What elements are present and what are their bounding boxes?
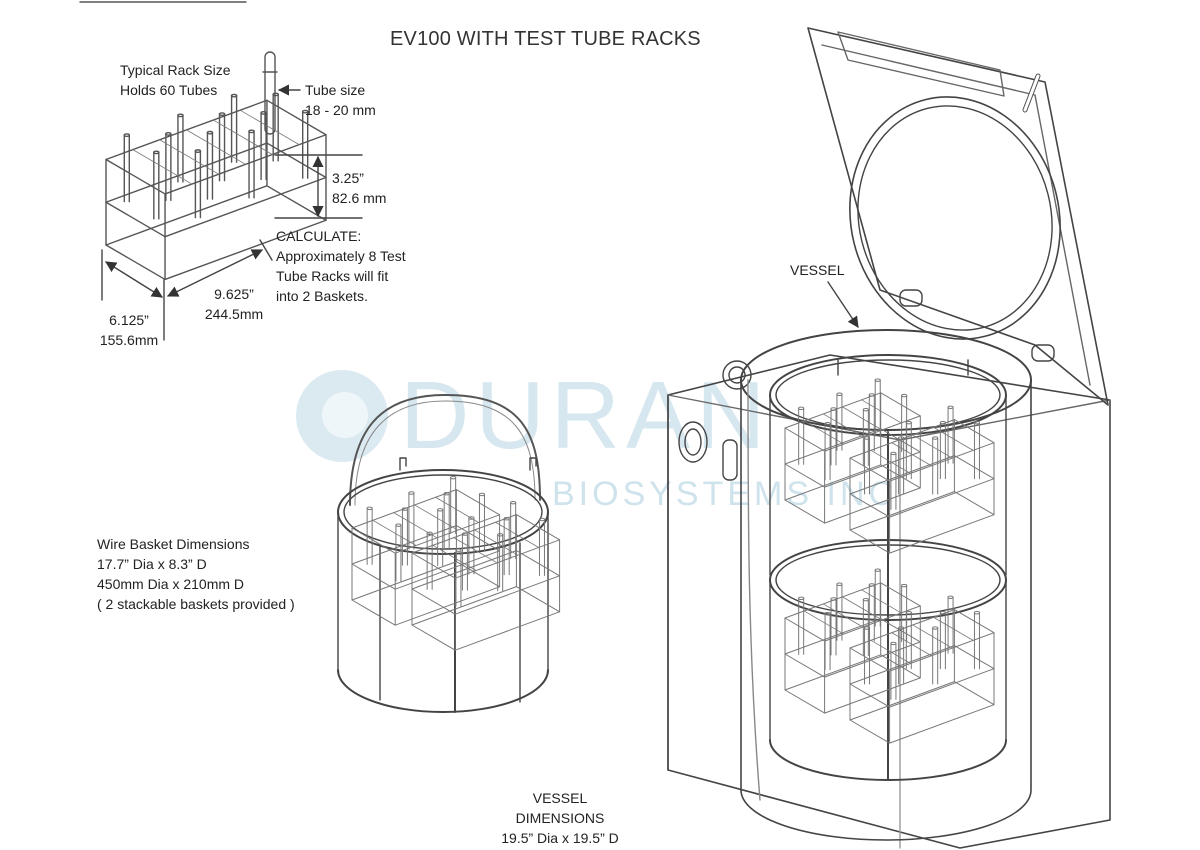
ev100-machine-drawing <box>667 27 1111 849</box>
rack-depth-inches: 6.125” <box>109 312 149 328</box>
rack-width-inches: 9.625” <box>214 286 254 302</box>
rack-size-label: Typical Rack Size Holds 60 Tubes <box>120 60 230 100</box>
rack-height-label: 3.25” 82.6 mm <box>332 168 386 208</box>
tube-size-line-2: 18 - 20 mm <box>305 102 376 118</box>
basket-dimensions-note: Wire Basket Dimensions 17.7” Dia x 8.3” … <box>97 534 295 614</box>
calculate-line-3: into 2 Baskets. <box>276 288 368 304</box>
rack-height-dimension <box>274 154 363 219</box>
rack-height-inches: 3.25” <box>332 170 364 186</box>
vessel-dims-line-3: 19.5” Dia x 19.5” D <box>501 830 619 846</box>
rack-height-mm: 82.6 mm <box>332 190 387 206</box>
page-title: EV100 WITH TEST TUBE RACKS <box>390 28 701 50</box>
vessel-dims-line-1: VESSEL <box>532 790 588 806</box>
rack-width-label: 9.625” 244.5mm <box>194 284 274 324</box>
calculate-line-1: Approximately 8 Test <box>276 248 406 264</box>
tube-size-label: Tube size 18 - 20 mm <box>305 80 376 120</box>
vessel-pointer-arrow <box>827 281 859 328</box>
watermark-main-text: DURAN <box>400 362 772 469</box>
watermark-sub-text: BIOSYSTEMS INC <box>552 475 898 513</box>
rack-width-mm: 244.5mm <box>204 306 264 322</box>
rack-size-line-2: Holds 60 Tubes <box>120 82 218 98</box>
single-test-tube <box>262 51 278 135</box>
basket-dim-line-2: 17.7” Dia x 8.3” D <box>97 556 207 572</box>
vessel-label: VESSEL <box>790 262 845 278</box>
vessel-dims-line-2: DIMENSIONS <box>515 810 605 826</box>
rack-size-line-1: Typical Rack Size <box>120 62 231 78</box>
calculate-line-2: Tube Racks will fit <box>276 268 389 284</box>
vessel-dimensions-note: VESSEL DIMENSIONS 19.5” Dia x 19.5” D <box>470 788 650 848</box>
basket-dim-line-4: ( 2 stackable baskets provided ) <box>97 596 295 612</box>
tube-size-line-1: Tube size <box>305 82 366 98</box>
rack-depth-label: 6.125” 155.6mm <box>88 310 170 350</box>
basket-dim-line-1: Wire Basket Dimensions <box>97 536 250 552</box>
rack-width-depth-dimension <box>101 239 273 341</box>
calculate-note: CALCULATE: Approximately 8 Test Tube Rac… <box>276 226 406 306</box>
watermark-logo-drop-inner <box>322 392 368 438</box>
basket-racks <box>351 475 561 651</box>
basket-dim-line-3: 450mm Dia x 210mm D <box>97 576 245 592</box>
rack-depth-mm: 155.6mm <box>99 332 159 348</box>
vessel-racks <box>784 378 995 744</box>
calculate-heading: CALCULATE: <box>276 228 362 244</box>
